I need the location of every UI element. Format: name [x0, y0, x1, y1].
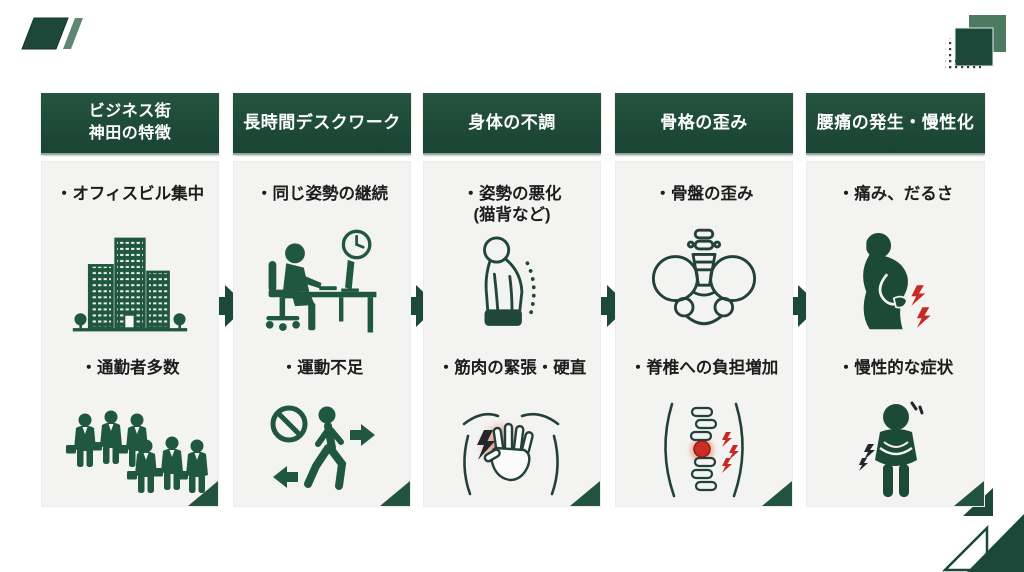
muscle-tension-icon: [462, 412, 560, 496]
flow-step-physical-discomfort: 身体の不調 ・姿勢の悪化 (猫背など) ・筋肉の緊張・硬直: [423, 93, 601, 507]
bullet-text: ・脊椎への負担増加: [629, 359, 779, 377]
step-panel: ・姿勢の悪化 (猫背など) ・筋肉の緊張・硬直: [423, 161, 601, 507]
bullet-text: ・通勤者多数: [80, 359, 180, 377]
overlapping-squares-with-dot-grid: [945, 15, 1006, 72]
step-panel: ・同じ姿勢の継続: [233, 161, 411, 507]
flow-step-desk-work: 長時間デスクワーク ・同じ姿勢の継続: [233, 93, 411, 507]
step-header: 長時間デスクワーク: [233, 93, 411, 155]
bullet-text: ・運動不足: [280, 359, 364, 377]
large-filled-triangle: [967, 514, 1024, 572]
back-pain-icon: [857, 232, 931, 330]
chronic-symptoms-icon: [858, 401, 923, 497]
bullet-text: ・姿勢の悪化 (猫背など): [462, 185, 562, 224]
panel-corner-triangle: [954, 481, 984, 506]
office-buildings-icon: [72, 237, 188, 332]
step-panel: ・痛み、だるさ ・慢性的な症状: [806, 161, 985, 507]
dot-grid-vertical: [945, 38, 954, 72]
panel-corner-triangle: [570, 481, 600, 506]
flow-step-kanda-features: ビジネス街 神田の特徴 ・オフィスビル集中 ・通勤者多数: [41, 93, 219, 507]
bullet-text: ・慢性的な症状: [837, 359, 954, 377]
front-square: [954, 27, 994, 67]
step-panel: ・骨盤の歪み ・脊椎への負担増加: [615, 161, 793, 507]
step-panel: ・オフィスビル集中 ・通勤者多数: [41, 161, 219, 507]
panel-corner-triangle: [380, 481, 410, 506]
slouching-posture-icon: [483, 236, 536, 326]
step-header: 骨格の歪み: [615, 93, 793, 155]
flow-step-skeletal-distortion: 骨格の歪み ・骨盤の歪み ・脊: [615, 93, 793, 507]
flow-step-back-pain: 腰痛の発生・慢性化 ・痛み、だるさ ・慢性的な症状: [806, 93, 985, 507]
commuters-icon: [66, 410, 208, 493]
bullet-text: ・オフィスビル集中: [55, 185, 205, 203]
pelvis-icon: [651, 228, 757, 326]
desk-work-icon: [265, 229, 376, 333]
bullet-text: ・骨盤の歪み: [654, 185, 754, 203]
no-exercise-icon: [270, 405, 375, 490]
step-header: 身体の不調: [423, 93, 601, 155]
outline-triangle: [941, 524, 989, 572]
step-header: ビジネス街 神田の特徴: [41, 93, 219, 155]
dot-grid-horizontal: [945, 60, 981, 72]
bullet-text: ・筋肉の緊張・硬直: [437, 359, 587, 377]
panel-corner-triangle: [188, 481, 218, 506]
bullet-text: ・痛み、だるさ: [837, 185, 954, 203]
spine-stress-icon: [664, 402, 744, 498]
panel-corner-triangle: [762, 481, 792, 506]
bullet-text: ・同じ姿勢の継続: [256, 185, 388, 203]
brand-parallelogram-logo: [21, 17, 83, 50]
step-header: 腰痛の発生・慢性化: [806, 93, 985, 155]
